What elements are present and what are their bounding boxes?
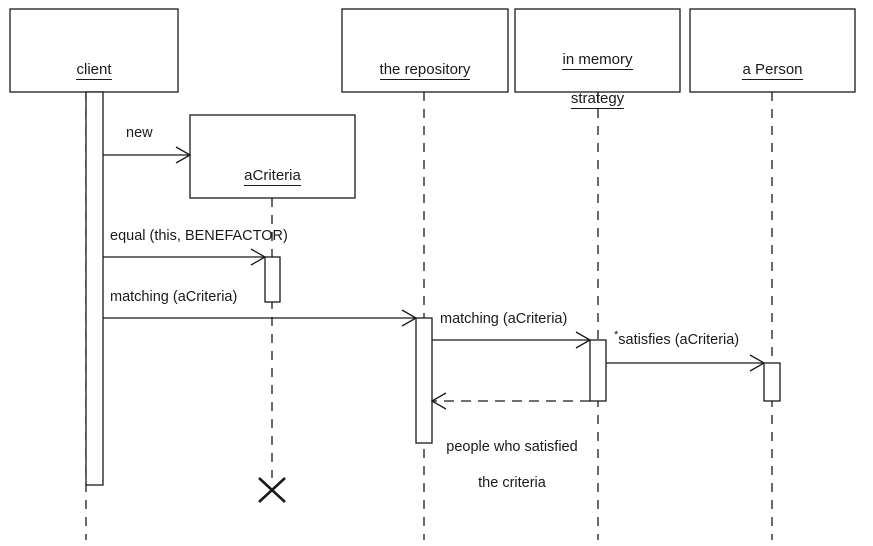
activation-bars-group — [85, 91, 781, 486]
participant-boxes-group — [9, 8, 856, 199]
message-return-people[interactable] — [430, 392, 590, 410]
message-equal[interactable] — [103, 248, 267, 266]
message-label-return-people-line-1: people who satisfied — [446, 439, 578, 455]
messages-group — [103, 146, 766, 410]
message-label-equal: equal (this, BENEFACTOR) — [110, 228, 288, 244]
message-label-matching-repository: matching (aCriteria) — [110, 289, 238, 305]
participant-box-repository[interactable] — [341, 8, 509, 93]
message-label-return-people: people who satisfied the criteria — [434, 420, 590, 510]
message-label-return-people-line-2: the criteria — [478, 475, 546, 491]
participant-box-aCriteria[interactable] — [189, 114, 356, 199]
message-label-new: new — [126, 125, 153, 141]
activation-bar-repository — [415, 317, 433, 444]
destruction-marker-aCriteria — [258, 477, 286, 503]
activation-bar-aCriteria — [264, 256, 281, 303]
participant-box-person[interactable] — [689, 8, 856, 93]
lifelines-group — [85, 92, 773, 540]
message-label-satisfies: *satisfies (aCriteria) — [614, 330, 739, 349]
activation-bar-client — [85, 91, 104, 486]
participant-box-client[interactable] — [9, 8, 179, 93]
message-label-satisfies-text: satisfies (aCriteria) — [618, 331, 740, 348]
message-new[interactable] — [103, 146, 192, 164]
message-label-matching-strategy: matching (aCriteria) — [440, 311, 568, 327]
message-matching-repository[interactable] — [103, 309, 418, 327]
activation-bar-strategy — [589, 339, 607, 402]
iteration-marker-asterisk: * — [614, 329, 619, 341]
participant-box-strategy[interactable] — [514, 8, 681, 93]
message-satisfies[interactable] — [606, 354, 766, 372]
message-matching-strategy[interactable] — [432, 331, 592, 349]
activation-bar-person — [763, 362, 781, 402]
